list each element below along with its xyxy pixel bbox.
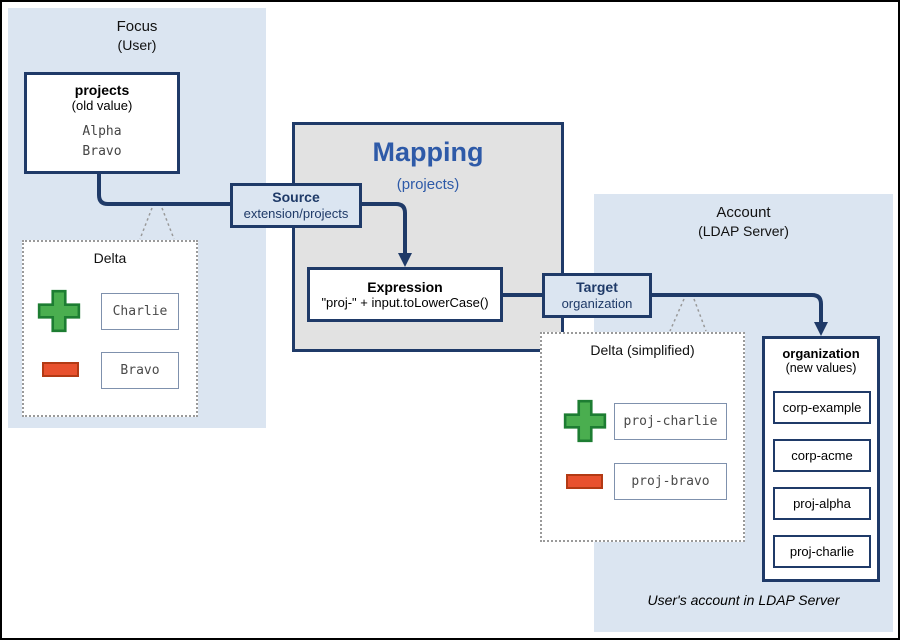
projects-value: Bravo — [82, 144, 122, 159]
account-caption: User's account in LDAP Server — [647, 592, 840, 608]
minus-icon — [42, 362, 79, 377]
source-title: Source — [272, 189, 320, 205]
organization-value-chip: corp-example — [773, 391, 871, 424]
delta-simplified-added-chip: proj-charlie — [614, 403, 727, 440]
plus-icon — [563, 399, 607, 443]
delta-simplified-removed-chip: proj-bravo — [614, 463, 727, 500]
source-subtitle: extension/projects — [243, 206, 349, 221]
expression-title: Expression — [367, 279, 443, 295]
projects-box-subtitle: (old value) — [71, 98, 133, 113]
delta-simplified-box: Delta (simplified) proj-charlie proj-bra… — [540, 332, 745, 542]
projects-values: Alpha Bravo — [27, 122, 177, 162]
organization-box: organization (new values) corp-example c… — [762, 336, 880, 582]
target-subtitle: organization — [561, 296, 633, 311]
organization-box-title: organization — [782, 346, 860, 361]
delta-added-chip: Charlie — [101, 293, 179, 330]
mapping-subtitle: (projects) — [396, 176, 460, 193]
account-title: Account — [716, 204, 771, 221]
projects-value: Alpha — [82, 124, 122, 139]
organization-value-chip: corp-acme — [773, 439, 871, 472]
target-title: Target — [576, 279, 618, 295]
projects-box-title: projects — [74, 82, 130, 98]
plus-icon — [37, 289, 81, 333]
projects-box: projects (old value) Alpha Bravo — [24, 72, 180, 174]
delta-removed-chip: Bravo — [101, 352, 179, 389]
organization-box-subtitle: (new values) — [785, 361, 857, 375]
organization-value-chip: proj-alpha — [773, 487, 871, 520]
target-box: Target organization — [542, 273, 652, 318]
mapping-title: Mapping — [372, 137, 484, 167]
delta-simplified-title: Delta (simplified) — [590, 342, 695, 358]
focus-subtitle: (User) — [117, 37, 157, 53]
expression-box: Expression "proj-" + input.toLowerCase() — [307, 267, 503, 322]
focus-title: Focus — [116, 18, 158, 35]
delta-box: Delta Charlie Bravo — [22, 240, 198, 417]
expression-code: "proj-" + input.toLowerCase() — [321, 295, 489, 310]
organization-value-chip: proj-charlie — [773, 535, 871, 568]
delta-title: Delta — [93, 250, 127, 266]
minus-icon — [566, 474, 603, 489]
account-subtitle: (LDAP Server) — [698, 223, 789, 239]
source-box: Source extension/projects — [230, 183, 362, 228]
